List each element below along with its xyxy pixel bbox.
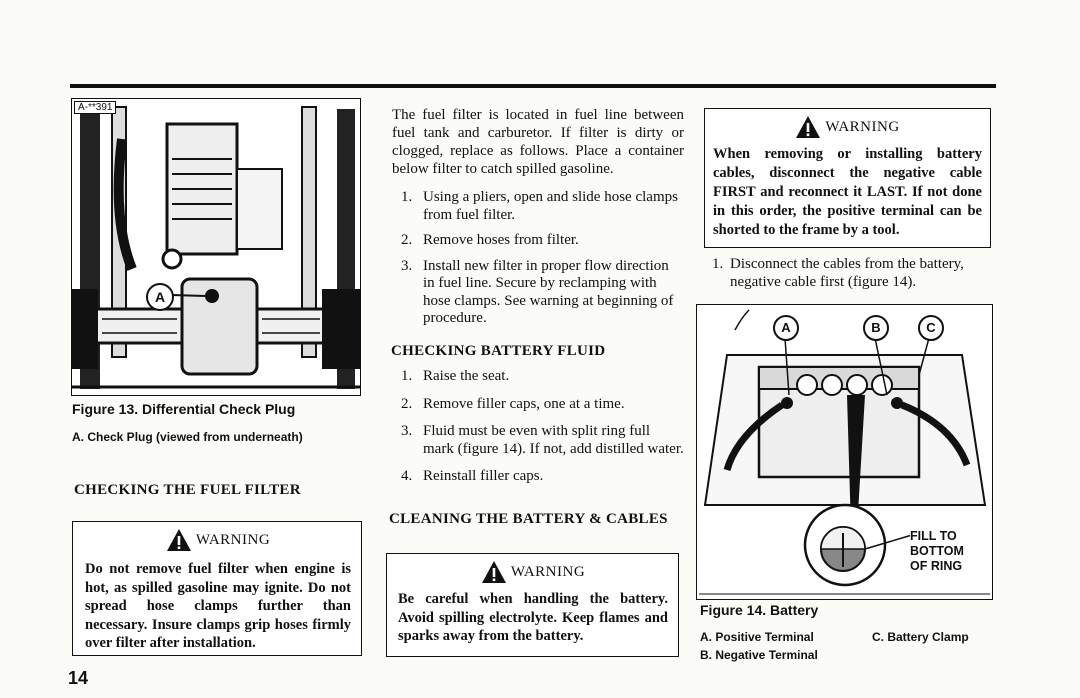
figure-14-legend-c: C. Battery Clamp — [872, 630, 969, 644]
warning-header: WARNING — [713, 115, 982, 139]
callout-b: B — [863, 315, 889, 341]
list-item: 2. Remove hoses from filter. — [391, 232, 684, 250]
warning-triangle-icon — [796, 116, 821, 138]
callout-a: A — [773, 315, 799, 341]
step-text: Remove filler caps, one at a time. — [423, 395, 625, 412]
fuel-filter-warning: WARNING Do not remove fuel filter when e… — [72, 521, 362, 656]
list-item: 1. Using a pliers, open and slide hose c… — [391, 189, 684, 224]
step-text: Fluid must be even with split ring full … — [423, 423, 684, 457]
list-item: 4. Reinstall filler caps. — [391, 468, 684, 486]
battery-cable-warning: WARNING When removing or installing batt… — [704, 108, 991, 248]
step-text: Raise the seat. — [423, 368, 510, 384]
step-number: 2. — [401, 232, 413, 248]
battery-cable-steps: 1. Disconnect the cables from the batter… — [704, 256, 994, 299]
list-item: 3. Fluid must be even with split ring fu… — [391, 423, 684, 458]
figure-13-caption: Figure 13. Differential Check Plug — [72, 401, 296, 417]
warning-text: Do not remove fuel filter when engine is… — [85, 561, 351, 651]
warning-triangle-icon — [481, 561, 506, 583]
figure-14-legend-a: A. Positive Terminal — [700, 630, 814, 644]
step-text: Using a pliers, open and slide hose clam… — [423, 189, 678, 223]
warning-title: WARNING — [510, 563, 586, 580]
list-item: 2. Remove filler caps, one at a time. — [391, 396, 684, 414]
warning-header: WARNING — [398, 560, 668, 584]
step-number: 3. — [401, 423, 413, 439]
battery-fluid-steps: 1. Raise the seat. 2. Remove filler caps… — [391, 368, 684, 494]
list-item: 1. Disconnect the cables from the batter… — [704, 256, 994, 291]
step-number: 4. — [401, 468, 413, 484]
list-item: 3. Install new filter in proper flow dir… — [391, 258, 684, 328]
cleaning-heading: CLEANING THE BATTERY & CABLES — [389, 511, 668, 527]
step-text: Remove hoses from filter. — [423, 232, 579, 248]
step-number: 1. — [401, 189, 413, 205]
step-number: 1. — [401, 368, 413, 384]
callout-a: A — [146, 283, 174, 311]
step-text: Disconnect the cables from the battery, … — [730, 256, 964, 290]
warning-title: WARNING — [195, 531, 271, 548]
figure-14-caption: Figure 14. Battery — [700, 602, 819, 618]
differential-drawing — [72, 99, 360, 395]
figure-13-illustration: A-**391 A — [71, 98, 361, 396]
fill-level-label: FILL TO BOTTOM OF RING — [910, 529, 982, 574]
figure-tag: A-**391 — [74, 101, 117, 114]
figure-14-illustration: A B C FILL TO BOTTOM OF RING — [696, 304, 993, 600]
fuel-filter-intro: The fuel filter is located in fuel line … — [392, 107, 684, 177]
warning-title: WARNING — [825, 118, 900, 135]
step-number: 2. — [401, 395, 413, 412]
warning-triangle-icon — [166, 529, 191, 551]
step-text: Reinstall filler caps. — [423, 468, 544, 484]
figure-14-legend-b: B. Negative Terminal — [700, 648, 818, 662]
battery-handling-warning: WARNING Be careful when handling the bat… — [386, 553, 679, 657]
step-text: Install new filter in proper flow direct… — [423, 257, 674, 327]
step-number: 1. — [712, 256, 724, 272]
step-number: 3. — [401, 257, 413, 274]
header-rule — [70, 84, 996, 88]
fuel-filter-steps: 1. Using a pliers, open and slide hose c… — [391, 189, 684, 336]
figure-13-legend: A. Check Plug (viewed from underneath) — [72, 430, 303, 444]
list-item: 1. Raise the seat. — [391, 368, 684, 386]
callout-c: C — [918, 315, 944, 341]
page-number: 14 — [68, 668, 89, 688]
battery-fluid-heading: CHECKING BATTERY FLUID — [391, 343, 606, 359]
warning-text: When removing or installing battery cabl… — [713, 146, 982, 238]
warning-header: WARNING — [85, 528, 351, 552]
warning-text: Be careful when handling the battery. Av… — [398, 591, 668, 644]
fuel-filter-heading: CHECKING THE FUEL FILTER — [74, 482, 301, 498]
